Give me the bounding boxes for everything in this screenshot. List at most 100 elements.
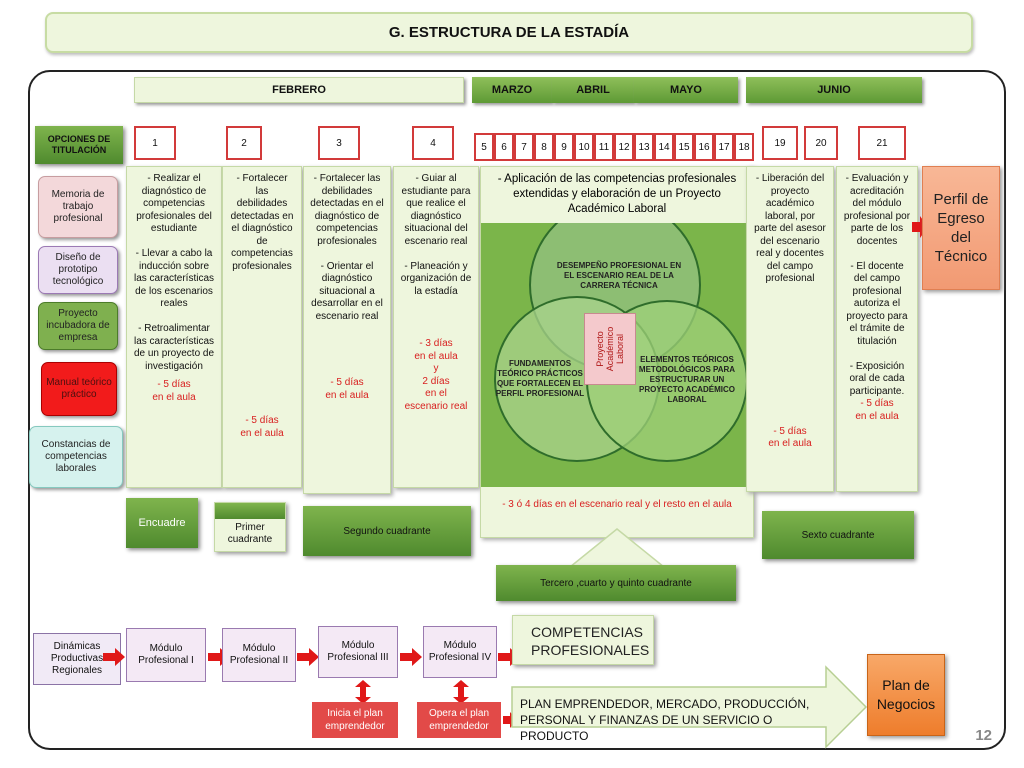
option-manual: Manual teórico práctico xyxy=(41,362,117,416)
week-small-label: 7 xyxy=(521,141,527,153)
week-small-label: 9 xyxy=(561,141,567,153)
option-incubadora: Proyecto incubadora de empresa xyxy=(38,302,118,350)
quadrant-primer: Primer cuadrante xyxy=(214,502,286,552)
week-3: 3 xyxy=(318,126,360,160)
week-small-label: 18 xyxy=(738,141,750,153)
quadrant-encuadre: Encuadre xyxy=(126,498,198,548)
circle-right-label: ELEMENTOS TEÓRICOS METODOLÓGICOS PARA ES… xyxy=(638,355,736,404)
page-number-label: 12 xyxy=(975,727,992,744)
diagram-frame xyxy=(28,70,1006,750)
inicia-plan: Inicia el plan emprendedor xyxy=(312,702,398,738)
modulo-3-label: Módulo Profesional III xyxy=(327,640,389,663)
week-small-label: 16 xyxy=(698,141,710,153)
competencias-profesionales: COMPETENCIAS PROFESIONALES xyxy=(512,615,654,665)
week-1: 1 xyxy=(134,126,176,160)
quadrant-segundo: Segundo cuadrante xyxy=(303,506,471,556)
week-small: 7 xyxy=(514,133,534,161)
week-small: 16 xyxy=(694,133,714,161)
week-small-label: 13 xyxy=(638,141,650,153)
week-2-text: - Fortalecer las debilidades detectadas … xyxy=(230,173,294,272)
month-abril-label: ABRIL xyxy=(576,84,610,96)
week-20-label: 20 xyxy=(815,137,827,149)
option-memoria-label: Memoria de trabajo profesional xyxy=(51,189,105,224)
month-abril: ABRIL xyxy=(552,77,634,103)
option-diseno-prototipo: Diseño de prototipo tecnológico xyxy=(38,246,118,294)
week-2: 2 xyxy=(226,126,262,160)
perfil-egreso: Perfil de Egreso del Técnico xyxy=(922,166,1000,290)
option-memoria: Memoria de trabajo profesional xyxy=(38,176,118,238)
week-19: 19 xyxy=(762,126,798,160)
option-constancias-label: Constancias de competencias laborales xyxy=(41,439,111,474)
week-small: 11 xyxy=(594,133,614,161)
week-21-text: - Evaluación y acreditación del módulo p… xyxy=(843,173,911,397)
week-small: 17 xyxy=(714,133,734,161)
competencias-profesionales-label: COMPETENCIAS PROFESIONALES xyxy=(531,624,650,658)
opera-plan: Opera el plan emprendedor xyxy=(417,702,501,738)
week-small: 8 xyxy=(534,133,554,161)
week-19-activities: - Liberación del proyecto académico labo… xyxy=(746,166,834,492)
arrow-4 xyxy=(400,648,422,666)
week-small-label: 17 xyxy=(718,141,730,153)
plan-negocios-label: Plan de Negocios xyxy=(876,677,936,712)
week-small: 9 xyxy=(554,133,574,161)
week-small-label: 11 xyxy=(598,141,610,153)
quadrant-tercero: Tercero ,cuarto y quinto cuadrante xyxy=(496,565,736,601)
month-febrero-label: FEBRERO xyxy=(272,84,326,96)
week-2-days: - 5 días en el aula xyxy=(240,415,284,439)
modulo-2: Módulo Profesional II xyxy=(222,628,296,682)
week-2-activities: - Fortalecer las debilidades detectadas … xyxy=(222,166,302,488)
week-1-days: - 5 días en el aula xyxy=(152,379,196,403)
week-small-label: 15 xyxy=(678,141,690,153)
week-small: 13 xyxy=(634,133,654,161)
plan-emprendedor-arrow xyxy=(511,665,868,749)
week-19-label: 19 xyxy=(774,137,786,149)
month-marzo-label: MARZO xyxy=(491,84,533,96)
option-constancias: Constancias de competencias laborales xyxy=(29,426,123,488)
month-mayo: MAYO xyxy=(634,77,738,103)
quadrant-primer-label: Primer cuadrante xyxy=(227,522,273,545)
week-small: 14 xyxy=(654,133,674,161)
perfil-egreso-label: Perfil de Egreso del Técnico xyxy=(933,191,989,265)
week-21-days: - 5 días en el aula xyxy=(855,398,899,422)
opera-plan-label: Opera el plan emprendedor xyxy=(428,708,490,732)
week-4: 4 xyxy=(412,126,454,160)
week-small: 12 xyxy=(614,133,634,161)
week-4-activities: - Guiar al estudiante para que realice e… xyxy=(393,166,479,488)
week-small-label: 14 xyxy=(658,141,670,153)
week-small: 15 xyxy=(674,133,694,161)
dinamicas-productivas-label: Dinámicas Productivas Regionales xyxy=(50,641,104,676)
center-footer: - 3 ó 4 días en el escenario real y el r… xyxy=(502,499,732,510)
arrow-1 xyxy=(103,648,125,666)
week-small: 5 xyxy=(474,133,494,161)
option-incubadora-label: Proyecto incubadora de empresa xyxy=(46,308,110,343)
inicia-plan-label: Inicia el plan emprendedor xyxy=(325,708,385,732)
week-4-days: - 3 días en el aula y 2 días en el escen… xyxy=(404,338,468,412)
week-small: 6 xyxy=(494,133,514,161)
month-marzo: MARZO xyxy=(472,77,552,103)
week-3-activities: - Fortalecer las debilidades detectadas … xyxy=(303,166,391,494)
modulo-3: Módulo Profesional III xyxy=(318,626,398,678)
quadrant-sexto: Sexto cuadrante xyxy=(762,511,914,559)
weeks-5-18: 5 6 7 8 9 10 11 12 13 14 15 16 17 18 xyxy=(474,133,754,161)
week-3-label: 3 xyxy=(336,137,342,149)
double-arrow-4 xyxy=(453,680,469,704)
modulo-2-label: Módulo Profesional II xyxy=(229,643,289,666)
quadrant-encuadre-label: Encuadre xyxy=(138,517,186,529)
month-febrero: FEBRERO xyxy=(134,77,464,103)
month-mayo-label: MAYO xyxy=(670,84,702,96)
arrow-up-tercero xyxy=(568,528,666,568)
modulo-1: Módulo Profesional I xyxy=(126,628,206,682)
modulo-4-label: Módulo Profesional IV xyxy=(428,640,492,663)
week-small: 18 xyxy=(734,133,754,161)
options-header-label: OPCIONES DE TITULACIÓN xyxy=(47,134,111,155)
center-proyecto-label: Proyecto Académico Laboral xyxy=(595,326,625,372)
plan-emprendedor: PLAN EMPRENDEDOR, MERCADO, PRODUCCIÓN, P… xyxy=(520,696,830,744)
page-number: 12 xyxy=(962,727,992,744)
week-4-label: 4 xyxy=(430,137,436,149)
plan-negocios: Plan de Negocios xyxy=(867,654,945,736)
week-3-days: - 5 días en el aula xyxy=(325,377,369,401)
options-header: OPCIONES DE TITULACIÓN xyxy=(35,126,123,164)
week-small-label: 12 xyxy=(618,141,630,153)
week-small: 10 xyxy=(574,133,594,161)
page-title: G. ESTRUCTURA DE LA ESTADÍA xyxy=(45,12,973,53)
